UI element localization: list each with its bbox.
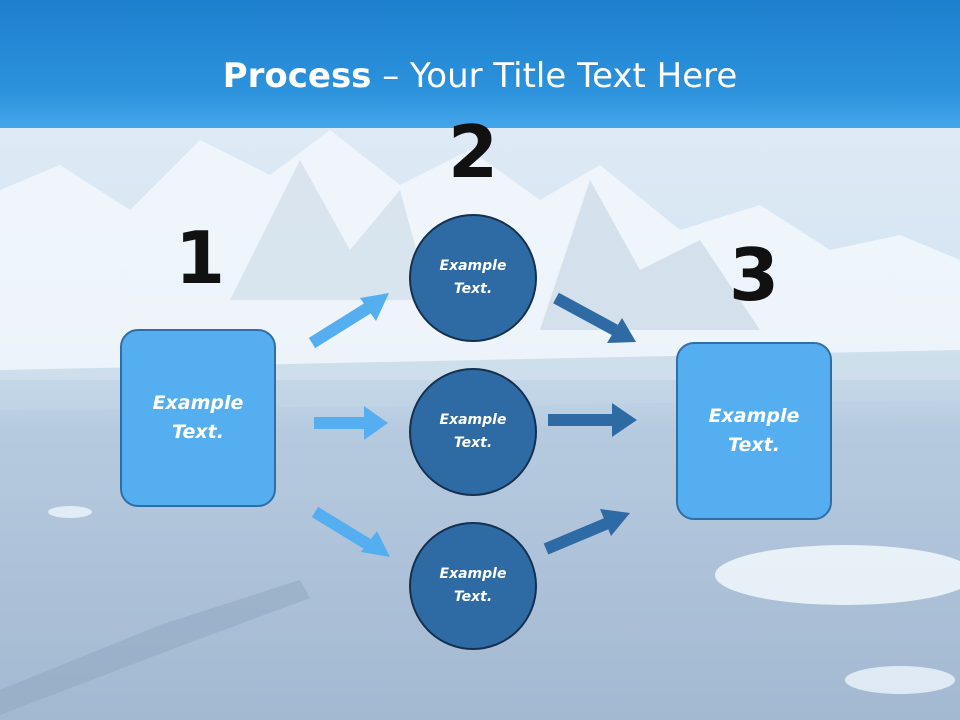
step-2-circle-top: Example Text. [409,214,537,342]
step-1-box: Example Text. [120,329,276,507]
header-band [0,0,960,128]
step-number-2: 2 [447,110,499,194]
page-title: Process – Your Title Text Here [0,52,960,102]
arrow-bottom-to-right [543,509,630,555]
title-rest-part: – Your Title Text Here [371,56,738,96]
title-bold-part: Process [222,56,372,96]
arrow-top-to-right [553,292,636,343]
step-2-circle-bottom: Example Text. [409,522,537,650]
arrow-left-to-middle [314,406,388,440]
step-3-box-text: Example Text. [708,405,800,456]
step-1-box-text: Example Text. [152,392,244,443]
step-2-circle-middle: Example Text. [409,368,537,496]
arrow-left-to-top [308,293,389,349]
arrow-left-to-bottom [311,506,390,557]
step-number-1: 1 [174,216,226,300]
step-3-box: Example Text. [676,342,832,520]
step-number-3: 3 [728,233,780,317]
arrow-middle-to-right [548,403,637,437]
circle-middle-text: Example Text. [439,412,507,451]
circle-bottom-text: Example Text. [439,566,507,605]
circle-top-text: Example Text. [439,258,507,297]
